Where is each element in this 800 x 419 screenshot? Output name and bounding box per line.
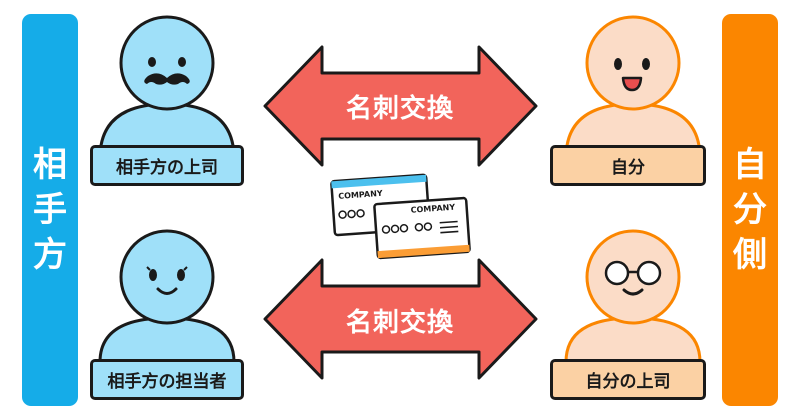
card-back-company: COMPANY [338, 189, 383, 201]
other-party-boss-label: 相手方の上司 [90, 145, 244, 186]
other-party-boss-figure [98, 15, 236, 160]
other-party-person-figure [98, 229, 236, 364]
other-party-side-char-3: 方 [33, 234, 67, 275]
mustache-icon [144, 73, 190, 85]
own-side-char-2: 分 [733, 189, 767, 230]
business-cards-icon: COMPANY COMPANY [330, 173, 471, 260]
self-boss-label: 自分の上司 [550, 359, 706, 400]
exchange-arrow-bottom-label: 名刺交換 [345, 308, 454, 338]
glasses-icon [604, 260, 662, 286]
exchange-arrow-top [263, 45, 538, 167]
other-party-side-char-1: 相 [33, 144, 67, 185]
other-party-side-banner: 相 手 方 [22, 14, 78, 406]
card-front-company: COMPANY [410, 203, 455, 215]
self-label: 自分 [550, 145, 706, 186]
exchange-arrow-bottom [263, 258, 538, 380]
business-card-front: COMPANY [373, 196, 471, 260]
other-party-side-char-2: 手 [33, 189, 67, 230]
self-boss-figure [564, 229, 702, 364]
other-party-person-label: 相手方の担当者 [90, 359, 244, 400]
own-side-banner: 自 分 側 [722, 14, 778, 406]
exchange-arrow-top-label: 名刺交換 [345, 94, 454, 124]
self-figure [564, 15, 702, 160]
own-side-char-1: 自 [733, 144, 767, 185]
own-side-char-3: 側 [733, 234, 767, 275]
